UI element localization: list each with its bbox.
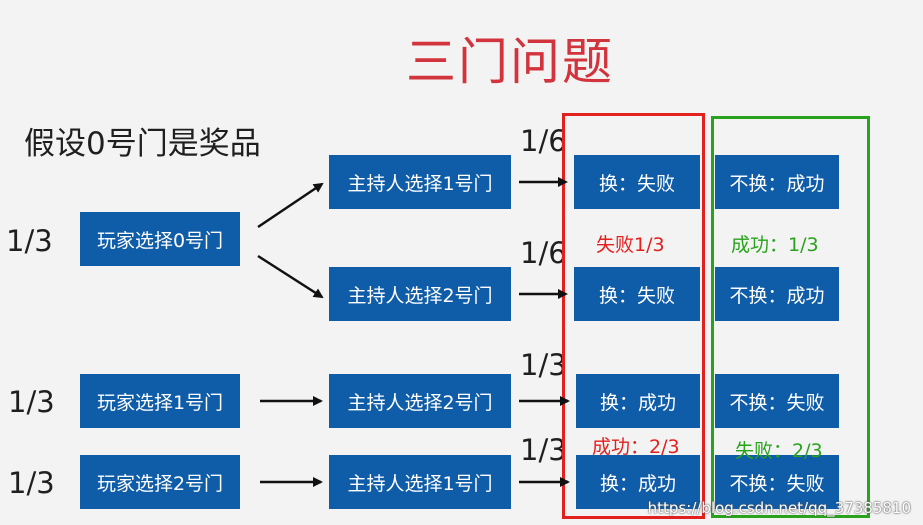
switch-outcome-3: 换：成功 xyxy=(576,455,700,509)
player-choice-2: 玩家选择2号门 xyxy=(80,455,240,509)
switch-success-note: 成功：2/3 xyxy=(592,436,680,458)
page-title: 三门问题 xyxy=(406,33,614,91)
stay-outcome-2: 不换：失败 xyxy=(715,374,839,428)
prob-host-3: 1/3 xyxy=(520,433,567,467)
host-choice-2: 主持人选择2号门 xyxy=(329,374,511,428)
stay-success-note: 成功：1/3 xyxy=(731,234,819,256)
host-choice-3: 主持人选择1号门 xyxy=(329,455,511,509)
prob-host-0: 1/6 xyxy=(520,124,567,158)
stay-outcome-3: 不换：失败 xyxy=(715,455,839,509)
player-choice-0: 玩家选择0号门 xyxy=(80,212,240,266)
host-choice-1: 主持人选择2号门 xyxy=(329,267,511,321)
watermark: https://blog.csdn.net/qq_37385810 xyxy=(647,499,911,517)
stay-outcome-1: 不换：成功 xyxy=(715,267,839,321)
switch-strategy-frame xyxy=(562,113,705,519)
prob-host-1: 1/6 xyxy=(520,236,567,270)
switch-outcome-2: 换：成功 xyxy=(576,374,700,428)
arrow-player0-host1 xyxy=(257,254,324,299)
prob-player-0: 1/3 xyxy=(6,224,53,258)
player-choice-1: 玩家选择1号门 xyxy=(80,374,240,428)
switch-outcome-1: 换：失败 xyxy=(574,267,700,321)
prob-player-2: 1/3 xyxy=(8,466,55,500)
stay-fail-note: 失败：2/3 xyxy=(735,440,823,462)
prob-host-2: 1/3 xyxy=(520,348,567,382)
host-choice-0: 主持人选择1号门 xyxy=(329,155,511,209)
arrow-player0-host0 xyxy=(257,182,324,229)
switch-fail-note: 失败1/3 xyxy=(596,234,665,256)
stay-strategy-frame xyxy=(711,116,870,518)
switch-outcome-0: 换：失败 xyxy=(574,155,700,209)
prob-player-1: 1/3 xyxy=(8,385,55,419)
premise-text: 假设0号门是奖品 xyxy=(24,126,261,162)
stay-outcome-0: 不换：成功 xyxy=(715,155,839,209)
